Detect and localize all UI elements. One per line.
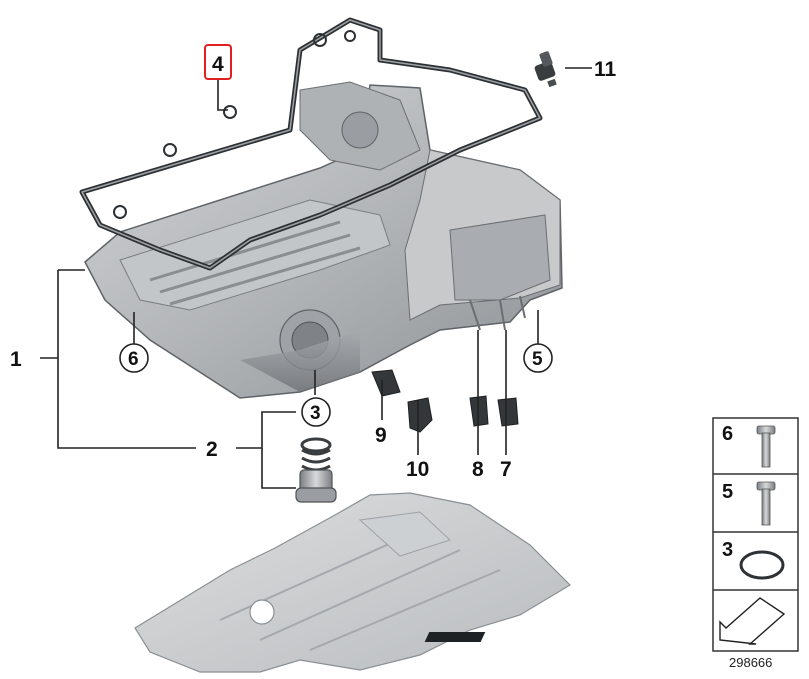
callout-2: 2 [206, 438, 218, 461]
upper-oil-pan [84, 81, 563, 399]
callout-4-label: 4 [212, 53, 224, 76]
callout-5: 5 [523, 343, 553, 373]
legend-row-3: 3 [722, 539, 785, 580]
legend-row-6: 6 [722, 423, 776, 468]
leader-lines [40, 67, 592, 489]
lower-oil-pan [134, 492, 571, 673]
callout-6-label: 6 [128, 349, 139, 370]
callout-9-label: 9 [375, 424, 387, 447]
legend-row-5: 5 [722, 481, 776, 526]
bolt-icon [756, 425, 776, 468]
o-ring-icon [739, 550, 785, 580]
part-10-sensor [407, 397, 433, 433]
callout-1: 1 [10, 348, 22, 371]
legend-row-3-label: 3 [722, 539, 733, 561]
callout-11: 11 [594, 58, 617, 81]
part-9-sensor [371, 369, 401, 397]
bolt-icon [756, 481, 776, 526]
oil-pan-gasket [79, 17, 543, 271]
callout-10: 10 [406, 458, 429, 481]
part-11-sensor-plug [534, 51, 557, 88]
callout-9: 9 [375, 424, 387, 447]
arrow-icon [424, 597, 786, 645]
callout-10-label: 10 [406, 458, 429, 481]
oil-pump-spring-assembly [295, 437, 337, 503]
callout-7: 7 [500, 458, 512, 481]
callout-11-label: 11 [594, 58, 617, 81]
callout-8-label: 8 [472, 458, 484, 481]
part-7-sensor [497, 397, 519, 427]
callout-4: 4 [204, 44, 232, 80]
legend-row-arrow [424, 597, 786, 645]
callout-4-highlight [204, 44, 232, 80]
callout-6: 6 [119, 343, 149, 373]
callout-3-label: 3 [310, 403, 321, 424]
callout-3: 3 [301, 397, 331, 427]
legend-row-6-label: 6 [722, 423, 733, 445]
callout-8: 8 [472, 458, 484, 481]
callout-2-label: 2 [206, 438, 218, 461]
part-8-sensor [469, 395, 489, 427]
callout-7-label: 7 [500, 458, 512, 481]
side-legend-panel: 6 5 3 [424, 417, 799, 652]
legend-row-5-label: 5 [722, 481, 733, 503]
diagram-id: 298666 [729, 655, 772, 670]
callout-5-label: 5 [532, 349, 543, 370]
callout-1-label: 1 [10, 348, 22, 371]
